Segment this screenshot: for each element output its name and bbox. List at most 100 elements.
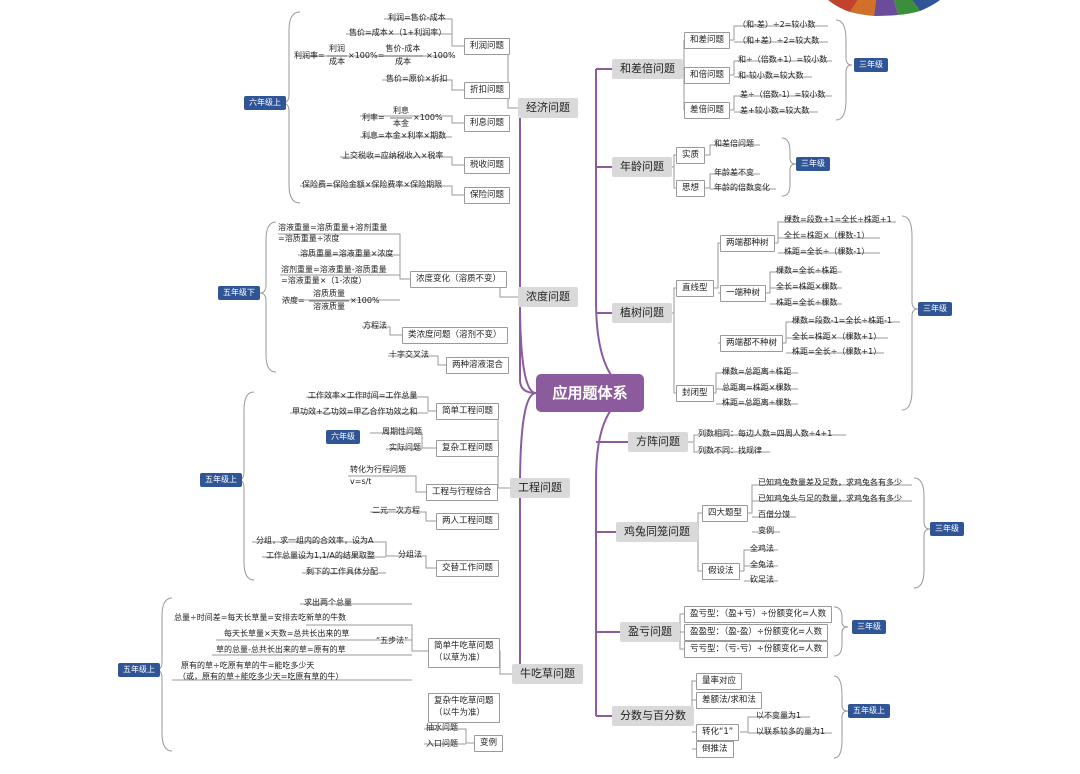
profit-profit-type[interactable]: 盈盈型：（盈-盈）÷份额变化=人数: [684, 624, 829, 641]
cow-variant[interactable]: 变例: [474, 735, 504, 752]
both-formula-2: 全长=株距×（棵数-1）: [784, 231, 870, 240]
complex-cow-grass-line1: 复杂牛吃草问题: [434, 696, 494, 706]
sum-difference-formula-1: （和-差）÷2=较小数: [738, 20, 816, 29]
concentration-numerator: 溶质质量: [313, 289, 345, 298]
profit-rate-times-2: ×100%: [426, 51, 456, 60]
simple-cow-grass[interactable]: 简单牛吃草问题 （以草为准）: [428, 638, 500, 668]
interest-problem[interactable]: 利息问题: [464, 115, 511, 132]
group-method: 分组法: [398, 550, 422, 559]
quantity-rate-correspondence[interactable]: 量率对应: [696, 673, 743, 690]
grade-badge-g6: 六年级: [326, 430, 360, 444]
closed-formula-2: 总距离=株距×棵数: [722, 383, 792, 392]
topic-square-array[interactable]: 方阵问题: [628, 432, 688, 452]
group-step-1: 分组，求一组内的合效率，设为A: [256, 536, 374, 545]
group-step-2: 工作总量设为1,1/A的结果取整: [266, 551, 375, 560]
two-person-engineering[interactable]: 两人工程问题: [436, 513, 500, 530]
grade-badge-g5-upper: 五年级上: [200, 473, 242, 487]
reverse-method[interactable]: 倒推法: [696, 741, 734, 758]
interest-rate-prefix: 利率=: [362, 113, 385, 122]
both-formula-3: 株距=全长÷（棵数-1）: [784, 247, 870, 256]
discount-formula: 售价=原价×折扣: [386, 74, 448, 83]
profit-rate-denominator-2: 成本: [395, 57, 411, 66]
engineering-travel-combo[interactable]: 工程与行程综合: [426, 484, 498, 501]
neither-end-planted[interactable]: 两端都不种树: [720, 335, 784, 352]
interest-rate-numerator: 利息: [393, 106, 409, 115]
chicken-type-3: 百僧分馍: [758, 510, 790, 519]
topic-tree-planting[interactable]: 植树问题: [612, 303, 672, 323]
tax-problem[interactable]: 税收问题: [464, 157, 511, 174]
age-multiple-change: 年龄的倍数变化: [714, 183, 770, 192]
group-step-3: 剩下的工作具体分配: [306, 567, 378, 576]
color-wheel-decoration: [828, 0, 940, 16]
four-question-types[interactable]: 四大题型: [702, 505, 749, 522]
complex-cow-grass-line2: （以牛为准）: [434, 708, 486, 718]
difference-multiple-problem[interactable]: 差倍问题: [684, 102, 731, 119]
grade-badge-g3-e: 三年级: [852, 620, 886, 634]
work-formula-2: 甲功效+乙功效=甲乙合作功效之和: [292, 407, 418, 416]
solvent-weight-formula-b: =溶液重量×（1-浓度）: [281, 276, 367, 285]
topic-economics[interactable]: 经济问题: [518, 98, 578, 118]
periodic-problem: 周期性问题: [382, 427, 422, 436]
concentration-change[interactable]: 浓度变化（溶质不变）: [410, 271, 508, 288]
concentration-denominator: 溶液质量: [313, 302, 345, 311]
chicken-type-4: 变例: [758, 526, 774, 535]
solution-weight-formula-a: 溶液重量=溶质重量+溶剂重量: [278, 223, 388, 232]
difference-multiple-formula-1: 差÷（倍数-1）=较小数: [740, 90, 826, 99]
grade-badge-g3-b: 三年级: [796, 157, 830, 171]
five-step-method: “五步法”: [376, 636, 409, 645]
topic-chicken-rabbit[interactable]: 鸡兔同笼问题: [616, 522, 698, 542]
convert-one[interactable]: 转化“1”: [696, 724, 740, 741]
topic-profit-loss[interactable]: 盈亏问题: [620, 622, 680, 642]
root-node[interactable]: 应用题体系: [536, 374, 644, 412]
one-end-planted[interactable]: 一端种树: [720, 285, 767, 302]
solute-weight-formula: 溶质重量=溶液重量×浓度: [300, 249, 394, 258]
tax-formula: 上交税收=应纳税收入×税率: [342, 151, 444, 160]
profit-formula-2: 售价=成本×（1+利润率）: [349, 28, 447, 37]
cow-step-1: 总量÷时间差=每天长草量=安排去吃新草的牛数: [174, 613, 347, 622]
complex-engineering[interactable]: 复杂工程问题: [436, 440, 500, 457]
age-thinking[interactable]: 思想: [676, 180, 706, 197]
topic-sum-difference-multiple[interactable]: 和差倍问题: [612, 59, 683, 79]
difference-sum-method[interactable]: 差额法/求和法: [696, 692, 762, 709]
insurance-problem[interactable]: 保险问题: [464, 187, 511, 204]
grade-badge-g3-d: 三年级: [930, 522, 964, 536]
convert-to-travel: 转化为行程问题: [350, 465, 406, 474]
simple-cow-grass-line1: 简单牛吃草问题: [434, 641, 494, 651]
topic-concentration[interactable]: 浓度问题: [518, 287, 578, 307]
square-formula-2: 列数不同：找规律: [698, 446, 762, 455]
water-pump-problem: 抽水问题: [426, 723, 458, 732]
topic-age[interactable]: 年龄问题: [612, 157, 672, 177]
two-solution-mix[interactable]: 两种溶液混合: [446, 357, 510, 374]
one-formula-2: 全长=株距×棵数: [776, 282, 838, 291]
similar-concentration[interactable]: 类浓度问题（溶剂不变）: [402, 327, 508, 344]
closed-formula-1: 棵数=总距离÷株距: [722, 367, 792, 376]
none-formula-3: 株距=全长÷（棵数+1）: [792, 347, 882, 356]
cut-feet-method: 砍足法: [750, 575, 774, 584]
linear-equation: 二元一次方程: [372, 506, 420, 515]
interest-formula-2: 利息=本金×利率×期数: [362, 131, 447, 140]
discount-problem[interactable]: 折扣问题: [464, 82, 511, 99]
age-difference-constant: 年龄差不变: [714, 168, 754, 177]
topic-fraction-percent[interactable]: 分数与百分数: [612, 706, 694, 726]
cow-step-4b: （或，原有的草÷能吃多少天=吃原有草的牛）: [178, 672, 344, 681]
assumption-method[interactable]: 假设法: [702, 563, 740, 580]
age-essence[interactable]: 实质: [676, 147, 706, 164]
topic-cow-grass[interactable]: 牛吃草问题: [512, 664, 583, 684]
profit-rate-numerator: 利润: [329, 44, 345, 53]
topic-engineering[interactable]: 工程问题: [510, 478, 570, 498]
linear-type[interactable]: 直线型: [676, 280, 714, 297]
profit-loss-type[interactable]: 盈亏型：（盈+亏）÷份额变化=人数: [684, 606, 833, 623]
none-formula-1: 棵数=段数-1=全长÷株距-1: [792, 316, 893, 325]
sum-difference-formula-2: （和+差）÷2=较大数: [738, 36, 820, 45]
sum-difference-problem[interactable]: 和差问题: [684, 32, 731, 49]
sum-multiple-problem[interactable]: 和倍问题: [684, 67, 731, 84]
difference-multiple-formula-2: 差+较小数=较大数: [740, 106, 810, 115]
both-ends-planted[interactable]: 两端都种树: [720, 235, 775, 252]
closed-type[interactable]: 封闭型: [676, 385, 714, 402]
simple-engineering[interactable]: 简单工程问题: [436, 403, 500, 420]
interest-rate-denominator: 本金: [393, 119, 409, 128]
profit-problem[interactable]: 利润问题: [464, 38, 511, 55]
complex-cow-grass[interactable]: 复杂牛吃草问题 （以牛为准）: [428, 693, 500, 723]
alternating-work[interactable]: 交替工作问题: [436, 560, 500, 577]
loss-loss-type[interactable]: 亏亏型：（亏-亏）÷份额变化=人数: [684, 641, 829, 658]
